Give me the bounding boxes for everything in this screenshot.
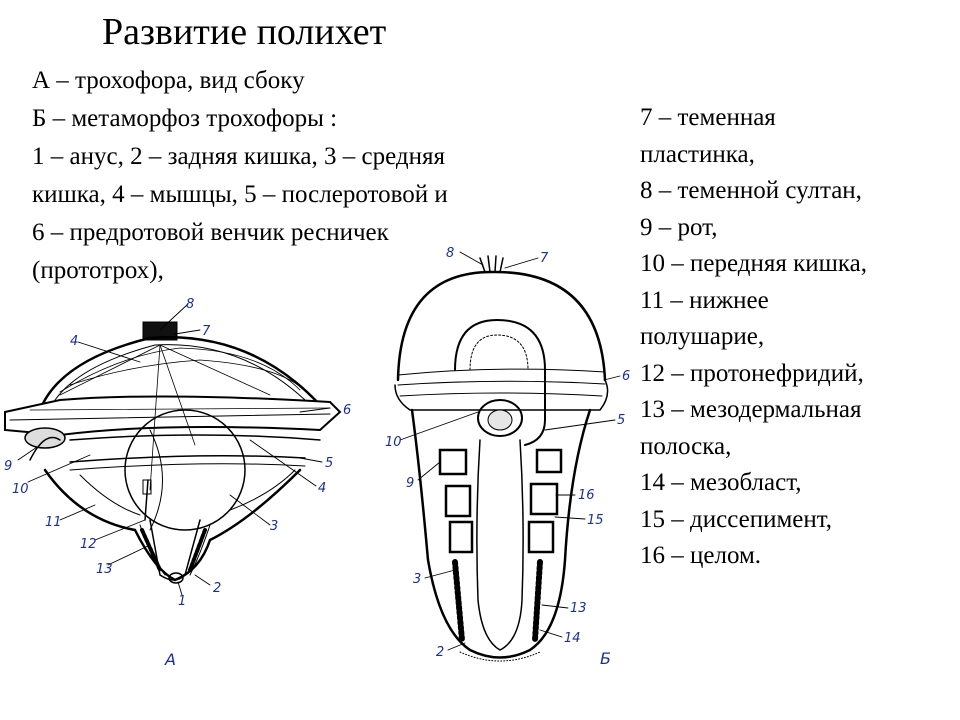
legend-line: 7 – теменная bbox=[640, 104, 776, 131]
figure-a-labels: 4 7 8 6 5 4 3 9 10 11 12 13 1 2 А bbox=[4, 297, 351, 669]
label-b-2: 2 bbox=[436, 645, 444, 660]
label-a-3: 3 bbox=[270, 519, 278, 534]
legend-line: А – трохофора, вид сбоку bbox=[32, 67, 305, 94]
label-a-12: 12 bbox=[80, 537, 97, 552]
legend-line: 13 – мезодермальная bbox=[640, 396, 862, 423]
legend-line: 10 – передняя кишка, bbox=[640, 250, 867, 277]
label-b-13: 13 bbox=[570, 601, 587, 616]
label-a-7: 7 bbox=[202, 324, 211, 339]
slide-title: Развитие полихет bbox=[102, 11, 387, 53]
label-a-9: 9 bbox=[4, 459, 12, 474]
legend-line: полушарие, bbox=[640, 323, 765, 350]
legend-line: 11 – нижнее bbox=[640, 286, 769, 314]
label-b-8: 8 bbox=[446, 246, 454, 261]
figure-b-labels: 8 7 6 5 10 9 16 15 3 13 14 2 Б bbox=[385, 246, 630, 668]
legend-line: 14 – мезобласт, bbox=[640, 469, 802, 496]
legend-line: 8 – теменной султан, bbox=[640, 177, 862, 204]
label-b-6: 6 bbox=[622, 369, 630, 384]
legend-line: кишка, 4 – мышцы, 5 – послеротовой и bbox=[32, 181, 448, 208]
label-b-5: 5 bbox=[617, 413, 625, 428]
label-a-11: 11 bbox=[45, 515, 62, 530]
figure-b-metamorphosis bbox=[394, 251, 621, 662]
label-b-3: 3 bbox=[413, 572, 421, 587]
label-a-2: 2 bbox=[213, 581, 221, 596]
label-a-10: 10 bbox=[12, 482, 29, 497]
label-a-6: 6 bbox=[343, 403, 351, 418]
legend-line: полоска, bbox=[640, 432, 732, 460]
legend-left: А – трохофора, вид сбоку Б – метаморфоз … bbox=[32, 62, 592, 290]
label-b-10: 10 bbox=[385, 435, 402, 450]
label-a-8: 8 bbox=[186, 297, 194, 312]
legend-line: 9 – рот, bbox=[640, 213, 718, 241]
figure-a-trochophore bbox=[4, 303, 342, 596]
label-a-13: 13 bbox=[96, 562, 113, 577]
legend-line: 6 – предротовой венчик ресничек bbox=[32, 219, 389, 246]
label-b-14: 14 bbox=[564, 631, 581, 646]
apical-tuft bbox=[142, 321, 178, 341]
legend-line: 12 – протонефридий, bbox=[640, 359, 864, 387]
legend-line: пластинка, bbox=[640, 140, 755, 168]
legend-line: Б – метаморфоз трохофоры : bbox=[32, 105, 338, 132]
label-b-16: 16 bbox=[578, 488, 595, 503]
figure-a-letter: А bbox=[164, 650, 176, 669]
label-a-4: 4 bbox=[70, 334, 78, 349]
label-a-1: 1 bbox=[178, 594, 186, 609]
legend-line: 15 – диссепимент, bbox=[640, 505, 833, 533]
label-b-15: 15 bbox=[587, 513, 604, 528]
legend-line: 1 – анус, 2 – задняя кишка, 3 – средняя bbox=[32, 143, 445, 170]
legend-line: 16 – целом. bbox=[640, 542, 762, 569]
figure-b-letter: Б bbox=[600, 649, 611, 668]
label-a-5: 5 bbox=[325, 456, 333, 471]
legend-right: 7 – теменная пластинка, 8 – теменной сул… bbox=[640, 100, 950, 575]
label-a-4b: 4 bbox=[318, 481, 326, 496]
legend-line: (прототрох), bbox=[32, 257, 164, 284]
label-b-7: 7 bbox=[540, 251, 549, 266]
label-b-9: 9 bbox=[406, 476, 414, 491]
